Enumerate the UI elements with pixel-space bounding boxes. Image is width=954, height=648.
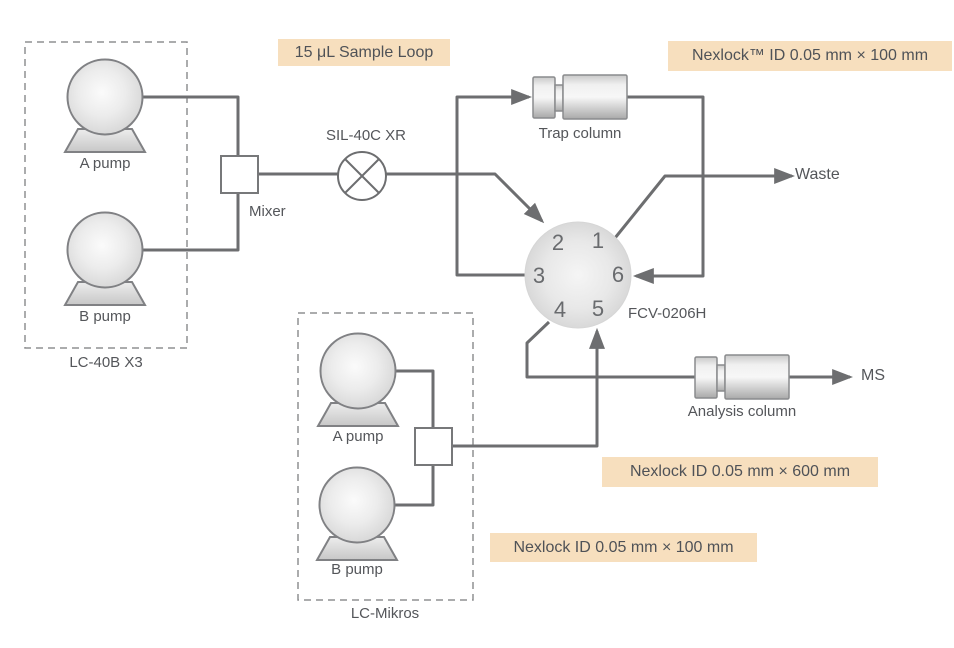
valve-port-2: 2 [551,230,565,255]
flow-lines [142,89,854,507]
mixer-label: Mixer [249,203,286,220]
trap-column-label: Trap column [538,125,622,142]
pump-b-icon-lc-mikros [315,466,399,561]
pump-a-icon-lc-mikros [316,332,400,427]
line-trap-column-to-port6 [627,95,705,284]
trap-column-icon [532,74,628,120]
waste-label: Waste [795,166,840,183]
line-pumpA2-to-mixer [395,369,435,428]
lc40b-pump-a-label: A pump [79,155,131,172]
analysis-column-icon [694,354,790,400]
lc-mikros-pump-b-label: B pump [331,561,383,578]
pump-a-icon-lc40b [63,58,147,153]
analysis-column-label: Analysis column [687,403,797,420]
pump-tubing-tag: Nexlock ID 0.05 mm × 100 mm [490,533,757,562]
mixer-icon-lc40b [220,155,259,194]
valve-model-label: FCV-0206H [628,305,707,322]
line-port1-to-waste [613,168,796,239]
valve-port-3: 3 [532,263,546,288]
ms-label: MS [861,367,885,384]
valve-port-1: 1 [591,228,605,253]
trap-tubing-tag: Nexlock™ ID 0.05 mm × 100 mm [668,41,952,71]
valve-port-6: 6 [611,262,625,287]
line-port3-to-trap-column [455,89,533,277]
autosampler-label: SIL-40C XR [325,127,407,144]
lc40b-system-boundary [24,41,188,349]
analysis-tubing-tag: Nexlock ID 0.05 mm × 600 mm [602,457,878,487]
line-port4-to-ms [525,320,854,385]
autosampler-injector-icon [337,151,387,201]
sample-loop-tag: 15 μL Sample Loop [278,39,450,66]
lc40b-system-label: LC-40B X3 [69,354,143,371]
valve-port-5: 5 [591,296,605,321]
line-pumpB2-to-mixer [394,465,435,507]
mixer-icon-lc-mikros [414,427,453,466]
valve-port-4: 4 [553,297,567,322]
lc-mikros-system-boundary [297,312,474,601]
six-port-valve-icon [524,221,632,329]
line-mikros-mixer-to-port5 [452,327,605,448]
lc-mikros-system-label: LC-Mikros [350,605,420,622]
lc-mikros-pump-a-label: A pump [332,428,384,445]
line-pumpB1-to-mixer [142,193,240,252]
line-pumpA1-to-mixer [142,95,240,156]
pump-b-icon-lc40b [63,211,147,306]
lc40b-pump-b-label: B pump [79,308,131,325]
line-autosampler-to-port2 [386,172,545,224]
